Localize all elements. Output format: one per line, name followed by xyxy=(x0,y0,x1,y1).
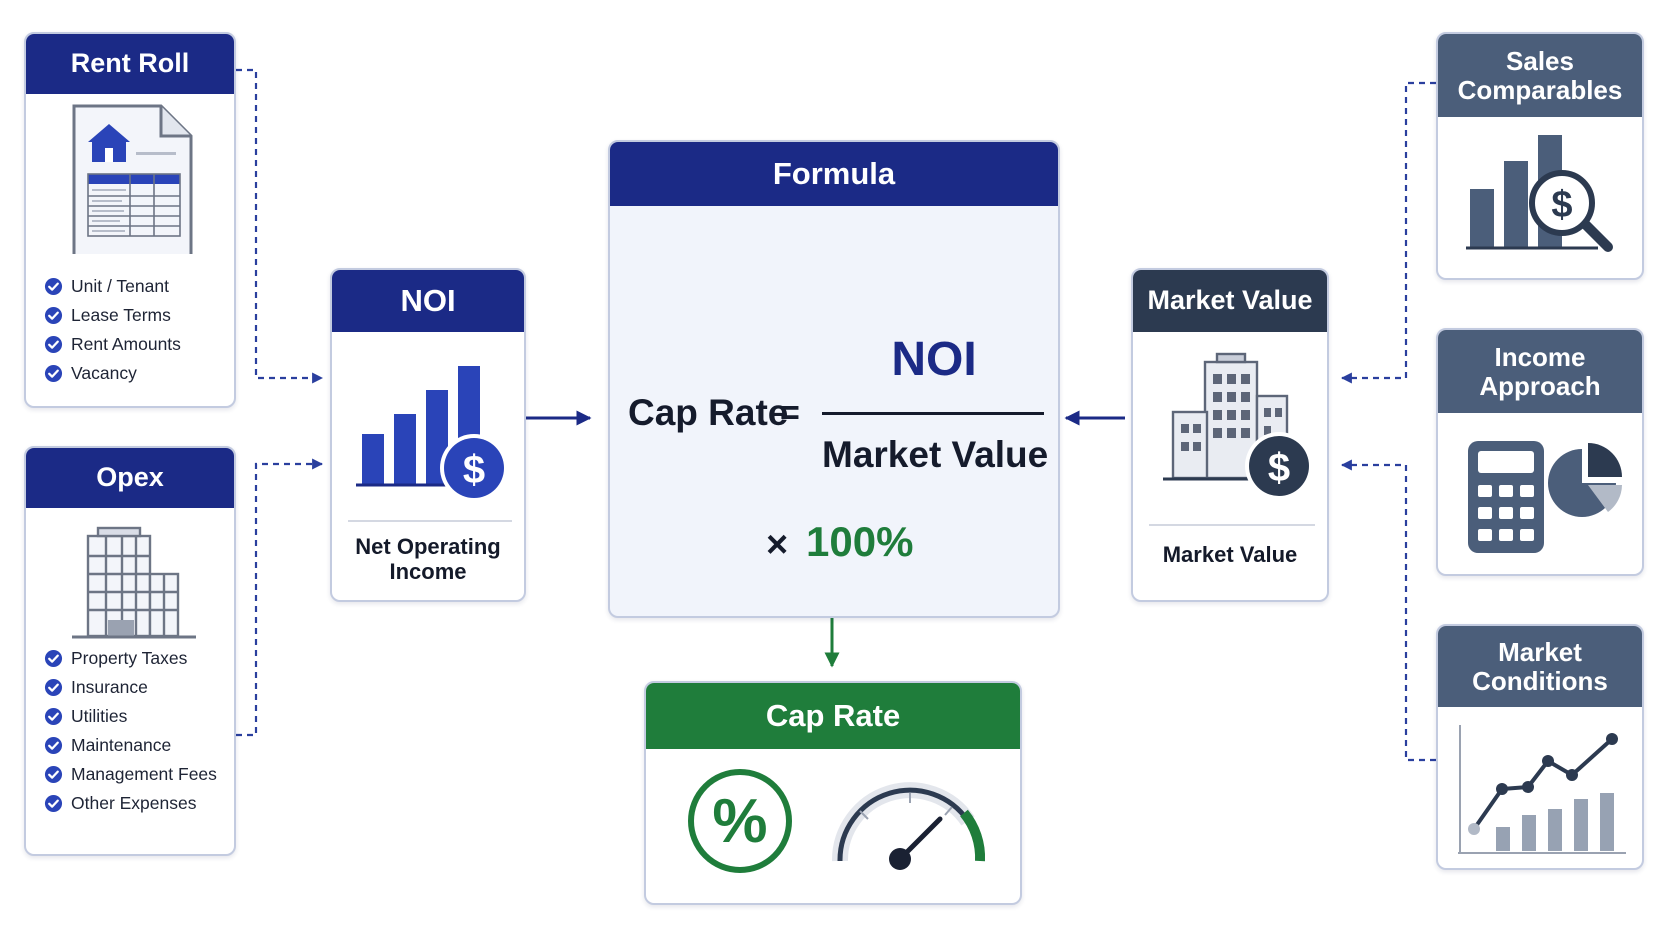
svg-text:$: $ xyxy=(1551,184,1572,226)
list-item: Insurance xyxy=(44,673,217,702)
office-building-icon xyxy=(72,526,196,639)
check-circle-icon xyxy=(44,707,63,726)
noi-caption: Net Operating Income xyxy=(355,534,501,585)
check-circle-icon xyxy=(44,364,63,383)
formula-header: Formula xyxy=(610,142,1058,206)
market-conditions-header: Market Conditions xyxy=(1438,626,1642,707)
income-approach-card: Income Approach xyxy=(1436,328,1644,576)
sales-comparables-to-market-value-connector xyxy=(1340,81,1436,384)
svg-text:$: $ xyxy=(463,448,485,492)
market-value-header: Market Value xyxy=(1133,270,1327,332)
opex-title: Opex xyxy=(96,462,164,493)
svg-text:$: $ xyxy=(1268,446,1290,490)
sales-comparables-title-line1: Sales xyxy=(1506,46,1574,77)
market-value-caption: Market Value xyxy=(1162,542,1298,567)
noi-card: NOI $ Net Operating Income xyxy=(330,268,526,602)
list-item: Management Fees xyxy=(44,760,217,789)
cap-rate-header: Cap Rate xyxy=(646,683,1020,749)
formula-multiplier-value: 100% xyxy=(806,518,914,565)
market-value-divider xyxy=(1149,524,1315,526)
percent-icon: % xyxy=(688,769,792,873)
rent-roll-header: Rent Roll xyxy=(26,34,234,94)
list-item: Vacancy xyxy=(44,359,181,388)
line-bar-trend-icon xyxy=(1458,725,1626,854)
formula-fraction-bar xyxy=(822,412,1044,415)
cap-rate-card: Cap Rate % xyxy=(644,681,1022,905)
rent-roll-to-noi-connector xyxy=(236,68,324,384)
noi-divider xyxy=(348,520,512,522)
rent-roll-title: Rent Roll xyxy=(70,48,190,79)
formula-card: Formula NOI Cap Rate = Market Value × 10… xyxy=(608,140,1060,618)
formula-lhs: Cap Rate xyxy=(628,392,789,433)
list-item: Unit / Tenant xyxy=(44,272,181,301)
check-circle-icon xyxy=(44,649,63,668)
noi-header: NOI xyxy=(332,270,524,332)
market-conditions-title-line2: Conditions xyxy=(1472,665,1608,696)
sales-comparables-card: Sales Comparables $ xyxy=(1436,32,1644,280)
check-circle-icon xyxy=(44,794,63,813)
sales-comparables-header: Sales Comparables xyxy=(1438,34,1642,117)
opex-card: Opex Property Taxes Insurance Utilities … xyxy=(24,446,236,856)
document-house-icon xyxy=(72,104,193,254)
list-item: Property Taxes xyxy=(44,644,217,673)
calculator-pie-icon xyxy=(1468,441,1622,553)
opex-list: Property Taxes Insurance Utilities Maint… xyxy=(44,644,217,818)
income-approach-header: Income Approach xyxy=(1438,330,1642,413)
market-conditions-card: Market Conditions xyxy=(1436,624,1644,870)
bar-chart-dollar-icon: $ xyxy=(356,366,508,502)
buildings-dollar-icon: $ xyxy=(1163,352,1313,500)
market-value-card: Market Value $ Market Value xyxy=(1131,268,1329,602)
formula-denominator: Market Value xyxy=(822,434,1049,475)
rent-roll-card: Rent Roll Unit / Tenant Lease Terms R xyxy=(24,32,236,408)
income-approach-title-line2: Approach xyxy=(1479,370,1601,401)
check-circle-icon xyxy=(44,765,63,784)
check-circle-icon xyxy=(44,306,63,325)
check-circle-icon xyxy=(44,678,63,697)
formula-multiplier-symbol: × xyxy=(766,524,789,566)
check-circle-icon xyxy=(44,277,63,296)
formula-title: Formula xyxy=(772,156,896,192)
list-item: Utilities xyxy=(44,702,217,731)
opex-header: Opex xyxy=(26,448,234,508)
market-conditions-to-market-value-connector xyxy=(1340,459,1436,762)
bar-chart-magnifier-icon: $ xyxy=(1466,135,1613,252)
list-item: Rent Amounts xyxy=(44,330,181,359)
opex-to-noi-connector xyxy=(236,458,324,737)
noi-title: NOI xyxy=(400,283,456,319)
check-circle-icon xyxy=(44,736,63,755)
cap-rate-title: Cap Rate xyxy=(765,698,901,734)
market-value-title: Market Value xyxy=(1147,285,1313,316)
rent-roll-list: Unit / Tenant Lease Terms Rent Amounts V… xyxy=(44,272,181,388)
list-item: Other Expenses xyxy=(44,789,217,818)
check-circle-icon xyxy=(44,335,63,354)
income-approach-title-line1: Income xyxy=(1494,342,1586,373)
market-conditions-title-line1: Market xyxy=(1498,637,1582,668)
sales-comparables-title-line2: Comparables xyxy=(1457,74,1623,105)
gauge-icon xyxy=(831,782,986,870)
list-item: Lease Terms xyxy=(44,301,181,330)
list-item: Maintenance xyxy=(44,731,217,760)
formula-equals: = xyxy=(780,394,800,432)
formula-numerator: NOI xyxy=(891,333,977,386)
